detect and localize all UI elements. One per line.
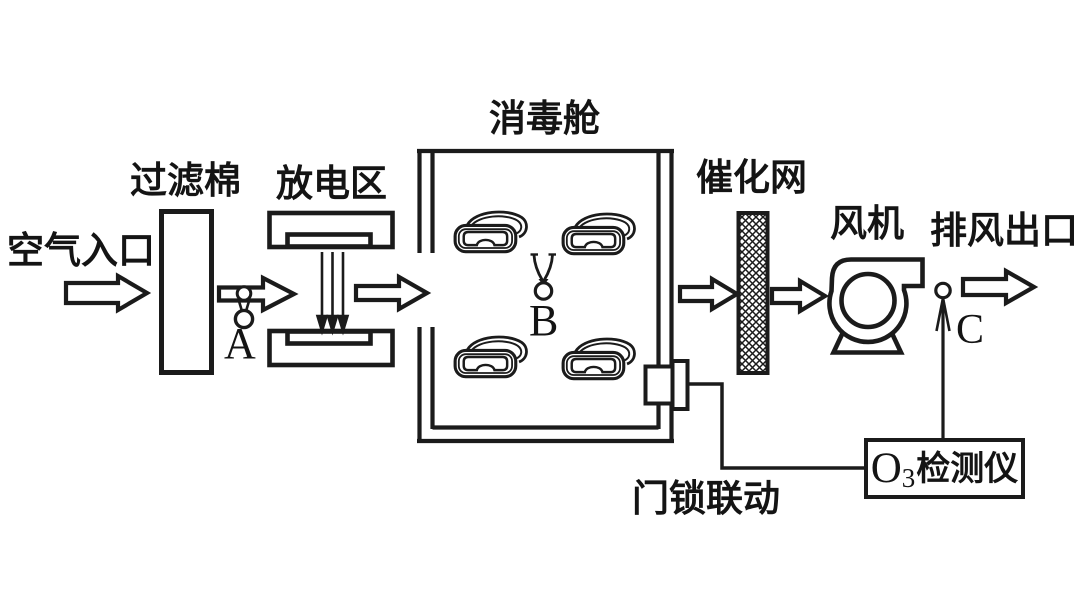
sampling-point-c-label: C <box>956 307 985 353</box>
sampling-point-b-label: B <box>529 296 559 345</box>
sampling-probe-icon <box>233 253 952 332</box>
discharge-electrode-plates <box>267 210 395 368</box>
discharge-zone-label: 放电区 <box>276 163 387 204</box>
o3-detector-box <box>864 438 1025 499</box>
fan-label: 风机 <box>830 203 904 244</box>
down-arrow-icon <box>315 252 350 336</box>
o3-detector-label-sub: 3 <box>901 463 916 493</box>
centrifugal-fan-icon <box>827 257 925 355</box>
filter-cotton-panel <box>159 209 214 375</box>
crosshatch-mesh-icon <box>736 211 770 375</box>
o3-detector-label-o: O <box>870 445 902 492</box>
o3-detector-label-text: 检测仪 <box>916 449 1019 488</box>
catalytic-mesh-label: 催化网 <box>696 157 807 198</box>
flow-arrow-icon <box>63 267 1039 315</box>
exhaust-outlet-label: 排风出口 <box>930 210 1078 251</box>
chamber-label: 消毒舱 <box>489 98 600 139</box>
filter-cotton-label: 过滤棉 <box>130 160 241 201</box>
door-interlock-label: 门锁联动 <box>632 478 780 519</box>
chamber-walls <box>417 148 674 444</box>
sampling-point-a-label: A <box>224 319 256 368</box>
door-lock-icon <box>643 359 866 470</box>
air-inlet-label: 空气入口 <box>7 230 155 271</box>
